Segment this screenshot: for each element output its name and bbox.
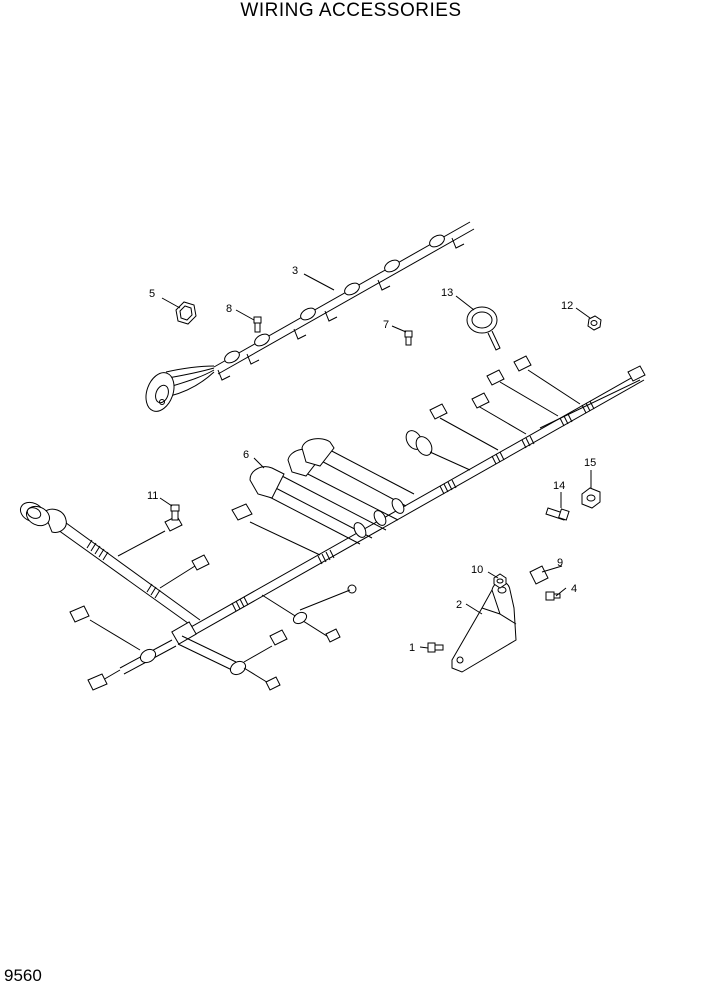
callout-1: 1 bbox=[409, 642, 415, 654]
upper-harness bbox=[145, 221, 475, 412]
callout-4: 4 bbox=[571, 583, 577, 595]
callout-10: 10 bbox=[471, 564, 483, 576]
callout-14: 14 bbox=[553, 480, 565, 492]
bolt-1 bbox=[427, 642, 444, 653]
tube-bundle bbox=[249, 438, 415, 545]
callout-13: 13 bbox=[441, 287, 453, 299]
callout-7: 7 bbox=[383, 319, 389, 331]
bolt-14 bbox=[545, 507, 570, 521]
page-title: WIRING ACCESSORIES bbox=[240, 0, 462, 21]
grommet-ring bbox=[175, 301, 197, 325]
main-harness bbox=[19, 355, 646, 691]
callout-15: 15 bbox=[584, 457, 596, 469]
callout-2: 2 bbox=[456, 599, 462, 611]
callout-5: 5 bbox=[149, 288, 155, 300]
band-clamp bbox=[466, 306, 501, 351]
washer-15 bbox=[581, 487, 601, 509]
page-number: 9560 bbox=[4, 966, 42, 985]
callout-9: 9 bbox=[557, 557, 563, 569]
bracket bbox=[451, 581, 517, 673]
callout-6: 6 bbox=[243, 449, 249, 461]
callout-11: 11 bbox=[147, 490, 158, 502]
callout-8: 8 bbox=[226, 303, 232, 315]
callout-3: 3 bbox=[292, 265, 298, 277]
bolt-11 bbox=[170, 504, 180, 521]
nut-12 bbox=[587, 315, 602, 331]
leader-lines bbox=[159, 273, 592, 649]
bolt-7 bbox=[404, 330, 413, 346]
bolt-8 bbox=[253, 316, 262, 333]
callout-12: 12 bbox=[561, 300, 573, 312]
clip-9 bbox=[529, 565, 549, 585]
bolt-4 bbox=[545, 591, 561, 601]
